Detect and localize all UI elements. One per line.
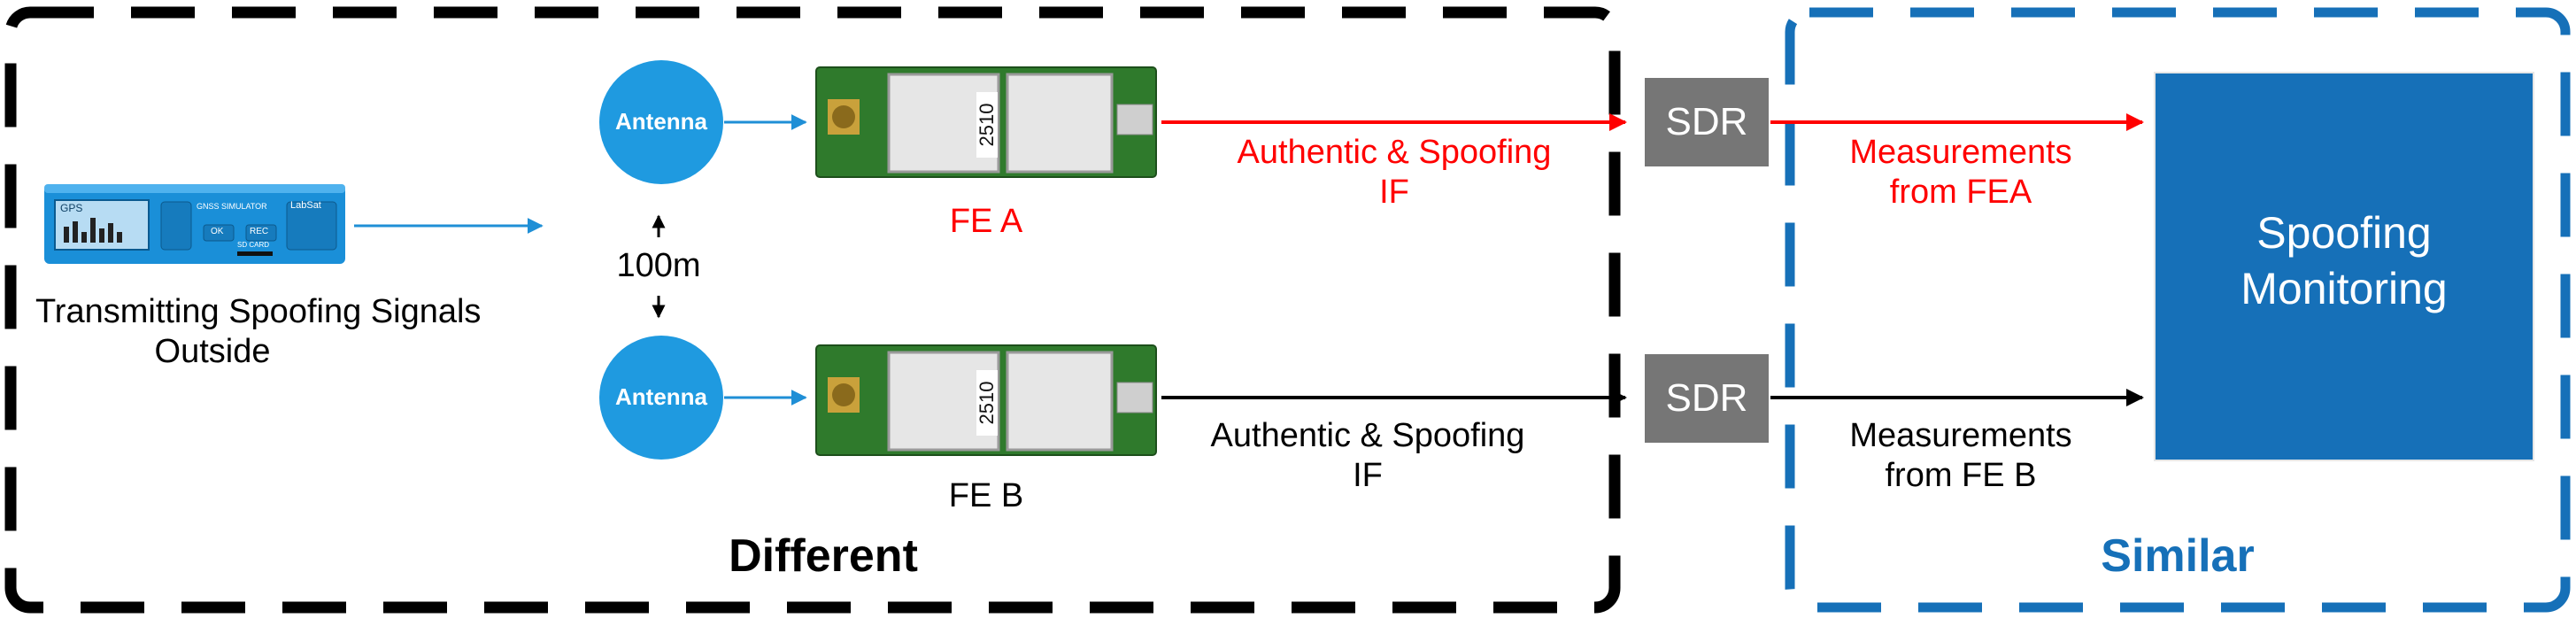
transmitter-model-text: GNSS SIMULATOR xyxy=(197,202,267,211)
transmitter-caption: Transmitting Spoofing Signals Outside xyxy=(35,292,482,372)
antenna-bottom-label: Antenna xyxy=(615,383,707,410)
measurements-top-label: Measurements from FEA xyxy=(1797,133,2125,213)
if-bottom-line2: IF xyxy=(1353,456,1383,494)
spoofing-monitoring-box xyxy=(2154,72,2534,461)
spoofing-monitoring-label: Spoofing Monitoring xyxy=(2155,205,2534,316)
if-top-line1: Authentic & Spoofing xyxy=(1237,134,1552,171)
antenna-top-label: Antenna xyxy=(615,108,707,135)
antenna-bottom xyxy=(599,336,723,460)
sdr-box-bottom xyxy=(1645,354,1769,443)
monitor-line2: Monitoring xyxy=(2241,263,2448,313)
front-end-board-a xyxy=(815,66,1157,178)
transmitter-screen-text: GPS xyxy=(60,202,83,214)
measurements-bottom-line1: Measurements xyxy=(1849,417,2072,454)
transmitter-caption-line2: Outside xyxy=(154,332,271,370)
fe-a-label: FE A xyxy=(949,203,1023,240)
if-bottom-line1: Authentic & Spoofing xyxy=(1210,417,1525,454)
transmitter-rec-text: REC xyxy=(250,227,269,236)
if-top-line2: IF xyxy=(1379,173,1409,211)
sdr-box-top xyxy=(1645,78,1769,166)
similar-region-border xyxy=(1785,7,2571,613)
board-b-marking: 2510 xyxy=(976,381,999,425)
sdr-bottom-label: SDR xyxy=(1665,376,1748,420)
similar-region-label: Similar xyxy=(2101,530,2255,582)
measurements-bottom-label: Measurements from FE B xyxy=(1797,416,2125,496)
measurements-top-line1: Measurements xyxy=(1849,134,2072,171)
antenna-top xyxy=(599,60,723,184)
transmitter-caption-line1: Transmitting Spoofing Signals xyxy=(35,293,482,330)
antenna-separation-label: 100m xyxy=(616,247,701,284)
transmitter-device xyxy=(44,184,345,264)
if-top-label: Authentic & Spoofing IF xyxy=(1195,133,1593,213)
monitor-line1: Spoofing xyxy=(2256,208,2432,258)
if-bottom-label: Authentic & Spoofing IF xyxy=(1168,416,1567,496)
measurements-bottom-line2: from FE B xyxy=(1885,456,2037,494)
transmitter-brand-text: LabSat xyxy=(290,200,321,211)
fe-b-label: FE B xyxy=(948,477,1024,514)
transmitter-card-text: SD CARD xyxy=(237,241,270,249)
sdr-top-label: SDR xyxy=(1665,100,1748,143)
transmitter-ok-text: OK xyxy=(211,227,224,236)
measurements-top-line2: from FEA xyxy=(1889,173,2032,211)
board-a-marking: 2510 xyxy=(976,103,999,147)
different-region-label: Different xyxy=(729,530,918,582)
front-end-board-b xyxy=(815,344,1157,456)
different-region-border xyxy=(4,6,1621,614)
